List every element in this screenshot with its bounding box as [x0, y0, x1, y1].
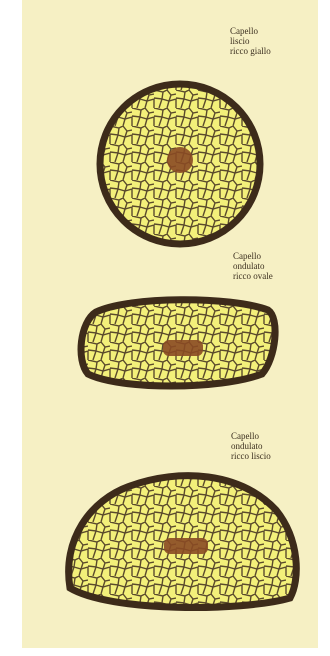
- section-label-1: Capello liscio ricco giallo: [230, 26, 271, 56]
- kidney-hair-cross-section: [69, 476, 297, 608]
- section-label-2: Capello ondulato ricco ovale: [233, 251, 273, 281]
- round-hair-cross-section: [100, 84, 260, 244]
- label-line: Capello: [230, 26, 271, 36]
- oval-section-medulla: [163, 340, 203, 356]
- kidney-section-medulla: [164, 538, 208, 554]
- label-line: ondulato: [233, 261, 273, 271]
- section-label-3: Capello ondulato ricco liscio: [231, 431, 271, 461]
- oval-hair-cross-section: [81, 300, 275, 386]
- label-line: ricco giallo: [230, 46, 271, 56]
- label-line: ricco liscio: [231, 451, 271, 461]
- round-section-medulla: [167, 147, 193, 173]
- label-line: Capello: [231, 431, 271, 441]
- label-line: ondulato: [231, 441, 271, 451]
- label-line: Capello: [233, 251, 273, 261]
- label-line: ricco ovale: [233, 271, 273, 281]
- label-line: liscio: [230, 36, 271, 46]
